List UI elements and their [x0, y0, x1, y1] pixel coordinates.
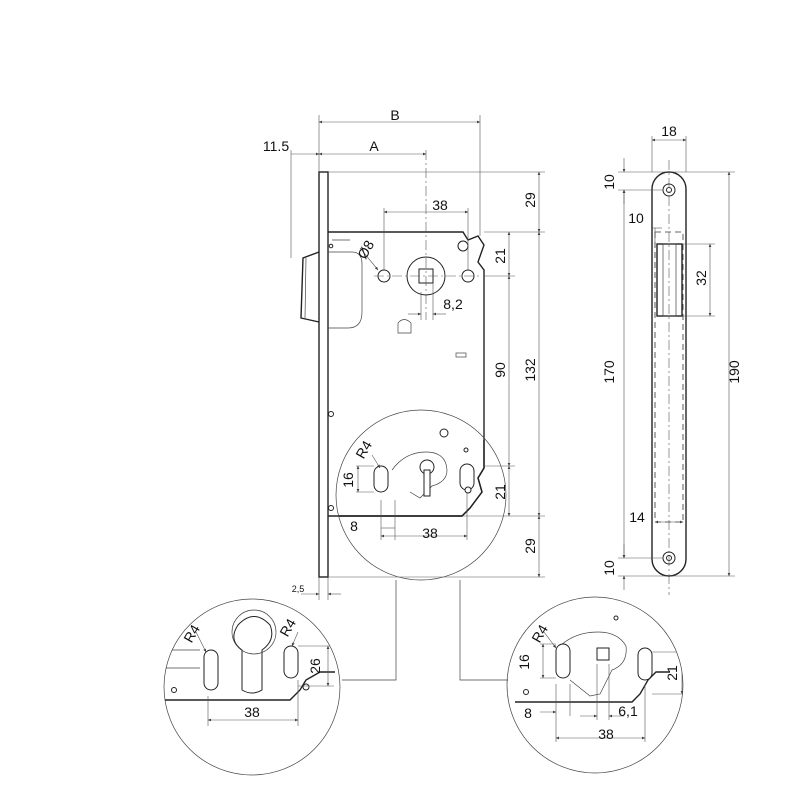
slot [455, 352, 467, 358]
side-view [651, 160, 687, 595]
dim-B: B [390, 107, 399, 123]
dim-21-top: 21 [492, 248, 508, 264]
dim-10-top: 10 [601, 174, 617, 190]
dim-132: 132 [522, 358, 538, 382]
dim-38-right: 38 [598, 726, 614, 742]
dim-29-bottom: 29 [522, 538, 538, 554]
dim-2-5: 2,5 [292, 584, 305, 594]
dim-A: A [369, 138, 379, 154]
dim-16-main: 16 [340, 472, 356, 488]
dim-26-left: 26 [307, 658, 323, 674]
dim-90: 90 [492, 362, 508, 378]
front-dimensions [290, 115, 545, 681]
dim-11-5: 11.5 [263, 138, 289, 154]
dim-8-right: 8 [524, 705, 532, 721]
dim-10-inner: 10 [628, 210, 644, 226]
dim-16-right: 16 [516, 654, 532, 670]
keyhole-cam [391, 451, 448, 499]
side-dimensions [618, 136, 735, 590]
dim-R4-main: R4 [352, 438, 375, 462]
dim-R4-left-a: R4 [180, 622, 203, 646]
detail-circle-left: R4 R4 26 38 [163, 598, 341, 776]
body-bump [397, 319, 412, 334]
dim-8-main: 8 [350, 518, 358, 534]
dim-190: 190 [726, 360, 742, 384]
front-labels: B A 11.5 38 29 21 Ø8 8,2 90 132 R4 16 21… [263, 107, 538, 594]
dim-38-main: 38 [422, 525, 438, 541]
dim-6-1-right: 6,1 [618, 703, 638, 719]
detail-circle-main [335, 409, 507, 581]
euro-cylinder-cutout [233, 616, 273, 694]
dim-170: 170 [601, 360, 617, 384]
latch-bolt [300, 251, 320, 323]
latch-window [656, 243, 683, 317]
dim-38-left: 38 [244, 704, 260, 720]
side-labels: 18 10 10 32 170 190 14 10 [601, 123, 742, 576]
dim-38-top: 38 [432, 197, 448, 213]
detail-circle-right: R4 16 21 8 6,1 38 [506, 596, 684, 774]
dim-hole-8: Ø8 [354, 237, 377, 261]
dim-18: 18 [661, 123, 677, 139]
faceplate [318, 171, 329, 578]
lever-cam [559, 631, 627, 697]
dim-10-bottom: 10 [601, 560, 617, 576]
dim-29-top: 29 [522, 192, 538, 208]
dim-14: 14 [629, 509, 645, 525]
dim-21-right: 21 [664, 665, 680, 681]
latch-cutout [328, 251, 363, 329]
dim-R4-left-b: R4 [276, 616, 299, 640]
dim-21-main: 21 [492, 484, 508, 500]
dim-32: 32 [693, 270, 709, 286]
front-view [300, 150, 485, 578]
dim-8-2: 8,2 [443, 296, 463, 312]
dim-R4-right: R4 [528, 622, 551, 646]
